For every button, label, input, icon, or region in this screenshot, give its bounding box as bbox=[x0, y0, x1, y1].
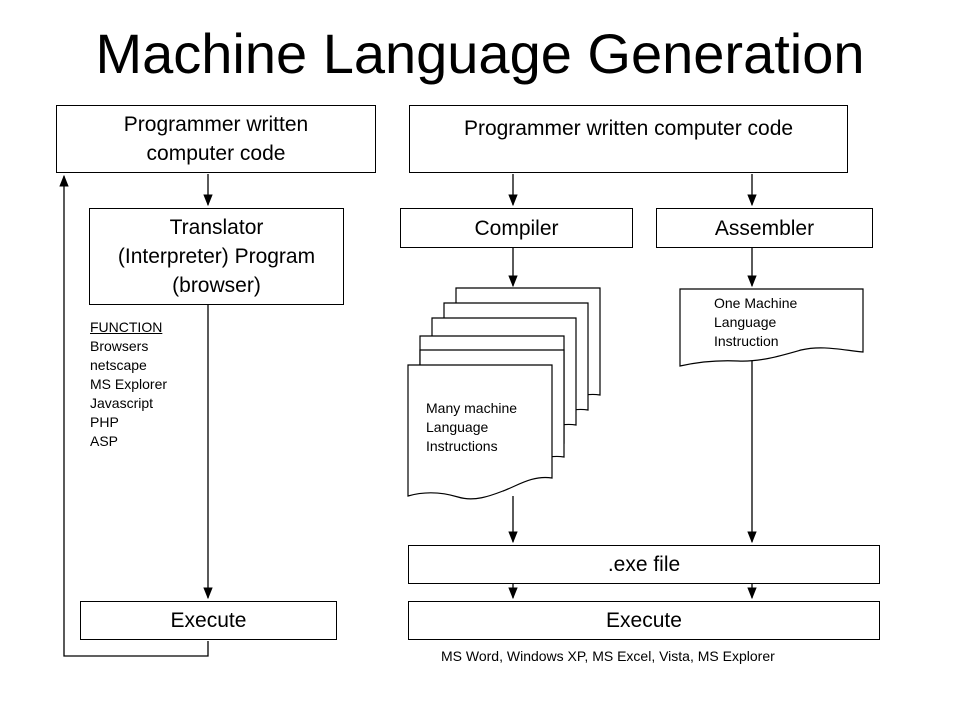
one-instruction-line: Language bbox=[714, 314, 777, 330]
left-execute-box: Execute bbox=[80, 601, 337, 640]
many-documents-stack bbox=[407, 287, 601, 500]
left-source-code-box: Programmer written computer code bbox=[56, 105, 376, 173]
assembler-label: Assembler bbox=[714, 216, 815, 240]
function-list: FUNCTION Browsers netscape MS Explorer J… bbox=[90, 318, 167, 451]
assembler-box: Assembler bbox=[656, 208, 873, 248]
loop-back-arrow bbox=[59, 174, 209, 657]
function-item: Browsers bbox=[90, 338, 149, 354]
right-source-code-box: Programmer written computer code bbox=[409, 105, 848, 173]
function-item: MS Explorer bbox=[90, 376, 168, 392]
right-source-label: Programmer written computer code bbox=[463, 117, 794, 140]
function-item: PHP bbox=[90, 414, 119, 430]
many-instructions-line: Many machine bbox=[426, 400, 518, 416]
many-instructions-line: Instructions bbox=[426, 438, 498, 454]
one-document-shape bbox=[679, 288, 864, 367]
left-source-line-2: computer code bbox=[146, 142, 286, 165]
compiler-box: Compiler bbox=[400, 208, 633, 248]
exe-file-box: .exe file bbox=[408, 545, 880, 584]
one-instruction-line: One Machine bbox=[714, 295, 798, 311]
left-execute-label: Execute bbox=[170, 609, 247, 632]
examples-caption: MS Word, Windows XP, MS Excel, Vista, MS… bbox=[441, 648, 775, 664]
function-heading: FUNCTION bbox=[90, 319, 163, 335]
function-item: netscape bbox=[90, 357, 147, 373]
many-instructions-line: Language bbox=[426, 419, 489, 435]
function-item: ASP bbox=[90, 433, 119, 449]
right-execute-label: Execute bbox=[606, 609, 682, 632]
right-execute-box: Execute bbox=[408, 601, 880, 640]
compiler-label: Compiler bbox=[474, 216, 559, 240]
many-instructions-label: Many machine Language Instructions bbox=[426, 399, 517, 456]
page-title: Machine Language Generation bbox=[95, 22, 865, 85]
function-item: Javascript bbox=[90, 395, 154, 411]
translator-line-1: Translator bbox=[169, 216, 264, 239]
translator-line-3: (browser) bbox=[172, 274, 261, 297]
translator-line-2: (Interpreter) Program bbox=[117, 245, 316, 268]
translator-box: Translator (Interpreter) Program (browse… bbox=[89, 208, 344, 305]
exe-file-label: .exe file bbox=[607, 553, 681, 576]
one-instruction-label: One Machine Language Instruction bbox=[714, 294, 797, 351]
one-instruction-line: Instruction bbox=[714, 333, 779, 349]
left-source-line-1: Programmer written bbox=[123, 113, 309, 136]
